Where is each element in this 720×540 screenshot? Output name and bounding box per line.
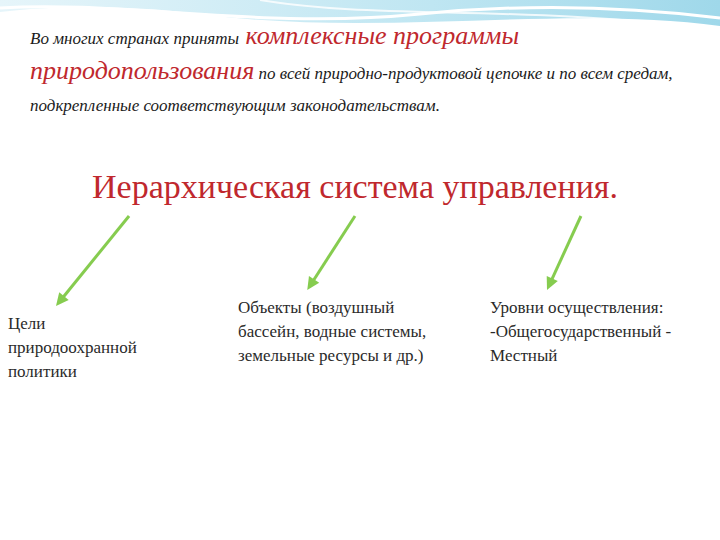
goal-text-node: Цели природоохранной политики (2, 308, 182, 388)
node-text: Цели природоохранной политики (8, 312, 176, 384)
arrow-head (547, 276, 558, 290)
node-text: Иерархическая система управления. (92, 168, 618, 206)
arrow-shaft (551, 216, 581, 282)
arrow-head (56, 292, 69, 306)
arrow-head (307, 276, 319, 290)
intro-paragraph: Во многих странах принятыкомплексные про… (30, 20, 680, 122)
heading-node: Иерархическая система управления. (86, 164, 624, 210)
green-arrow (547, 216, 581, 290)
node-text: Уровни осуществления: -Общегосударственн… (490, 296, 688, 368)
level-text-node: Уровни осуществления: -Общегосударственн… (484, 292, 694, 372)
green-arrow (56, 216, 129, 306)
node-text: Объекты (воздушный бассейн, водные систе… (238, 296, 441, 368)
arrow-shaft (61, 216, 129, 299)
intro-text: Во многих странах приняты (30, 29, 239, 48)
arrow-shaft (312, 216, 355, 283)
object-text-node: Объекты (воздушный бассейн, водные систе… (232, 292, 447, 372)
green-arrow (307, 216, 355, 290)
